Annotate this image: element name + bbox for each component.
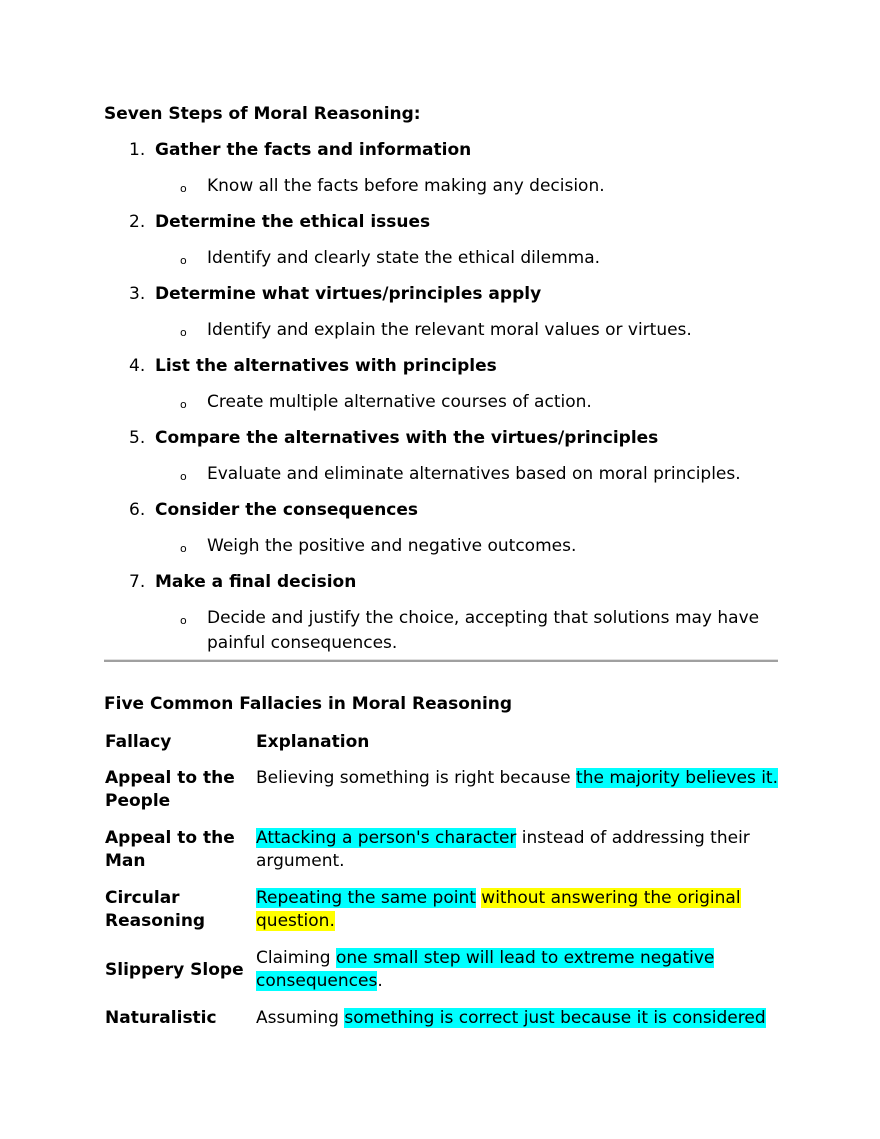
step-number: 1. bbox=[129, 140, 146, 160]
step-item: 6. Consider the consequences o Weigh the… bbox=[104, 499, 778, 559]
table-header-row: Fallacy Explanation bbox=[104, 731, 778, 767]
explanation-text: Believing something is right because bbox=[256, 768, 577, 788]
column-header-explanation: Explanation bbox=[256, 732, 370, 752]
step-number: 6. bbox=[129, 500, 146, 520]
step-item: 7. Make a final decision o Decide and ju… bbox=[104, 571, 778, 656]
table-row: Circular Reasoning Repeating the same po… bbox=[104, 887, 778, 947]
hollow-circle-bullet-icon: o bbox=[180, 182, 187, 195]
step-detail-text: Identify and clearly state the ethical d… bbox=[207, 248, 601, 268]
hollow-circle-bullet-icon: o bbox=[180, 542, 187, 555]
step-title: List the alternatives with principles bbox=[155, 356, 497, 376]
step-number: 3. bbox=[129, 284, 146, 304]
fallacy-name: Circular Reasoning bbox=[105, 888, 206, 931]
hollow-circle-bullet-icon: o bbox=[180, 470, 187, 483]
table-row: Appeal to the People Believing something… bbox=[104, 767, 779, 827]
cyan-highlight: Repeating the same point bbox=[256, 888, 476, 908]
step-title: Gather the facts and information bbox=[155, 140, 472, 160]
table-row: Appeal to the Man Attacking a person's c… bbox=[104, 827, 778, 887]
fallacy-explanation: Repeating the same point without answeri… bbox=[256, 887, 778, 947]
step-item: 1. Gather the facts and information o Kn… bbox=[104, 139, 778, 199]
explanation-text: Assuming bbox=[256, 1008, 345, 1028]
hollow-circle-bullet-icon: o bbox=[180, 254, 187, 267]
fallacy-name: Slippery Slope bbox=[105, 959, 244, 980]
step-number: 7. bbox=[129, 572, 146, 592]
step-detail-text: Create multiple alternative courses of a… bbox=[207, 392, 592, 412]
step-detail-text: Evaluate and eliminate alternatives base… bbox=[207, 464, 741, 484]
step-number: 5. bbox=[129, 428, 146, 448]
fallacy-explanation: Attacking a person's character instead o… bbox=[256, 827, 778, 887]
step-number: 4. bbox=[129, 356, 146, 376]
cyan-highlight: the majority believes it. bbox=[576, 768, 779, 788]
table-row: Naturalistic Assuming something is corre… bbox=[104, 1007, 778, 1044]
steps-section-title: Seven Steps of Moral Reasoning: bbox=[104, 104, 421, 124]
fallacies-table: Fallacy Explanation Appeal to the People… bbox=[104, 731, 779, 1044]
cyan-highlight: something is correct just because it is … bbox=[344, 1008, 766, 1028]
step-detail-text: Know all the facts before making any dec… bbox=[207, 176, 605, 196]
step-item: 2. Determine the ethical issues o Identi… bbox=[104, 211, 778, 271]
step-item: 4. List the alternatives with principles… bbox=[104, 355, 778, 415]
hollow-circle-bullet-icon: o bbox=[180, 614, 187, 627]
cyan-highlight: Attacking a person's character bbox=[256, 828, 517, 848]
fallacy-explanation: Claiming one small step will lead to ext… bbox=[256, 947, 778, 1007]
fallacy-name: Naturalistic bbox=[105, 1008, 217, 1028]
fallacies-section-title: Five Common Fallacies in Moral Reasoning bbox=[104, 694, 513, 714]
column-header-fallacy: Fallacy bbox=[105, 732, 172, 752]
hollow-circle-bullet-icon: o bbox=[180, 326, 187, 339]
fallacy-explanation: Believing something is right because the… bbox=[256, 767, 779, 827]
document-page: Seven Steps of Moral Reasoning: 1. Gathe… bbox=[104, 103, 779, 1028]
step-title: Determine what virtues/principles apply bbox=[155, 284, 542, 304]
step-detail-text: Identify and explain the relevant moral … bbox=[207, 320, 692, 340]
step-title: Compare the alternatives with the virtue… bbox=[155, 428, 659, 448]
step-title: Make a final decision bbox=[155, 572, 357, 592]
fallacies-section: Five Common Fallacies in Moral Reasoning… bbox=[104, 693, 779, 1044]
hollow-circle-bullet-icon: o bbox=[180, 398, 187, 411]
step-item: 3. Determine what virtues/principles app… bbox=[104, 283, 778, 343]
step-item: 5. Compare the alternatives with the vir… bbox=[104, 427, 778, 487]
step-detail-text: Weigh the positive and negative outcomes… bbox=[207, 536, 577, 556]
horizontal-divider bbox=[104, 659, 778, 662]
step-title: Determine the ethical issues bbox=[155, 212, 431, 232]
fallacy-name: Appeal to the People bbox=[105, 768, 235, 811]
explanation-text: . bbox=[377, 971, 383, 991]
fallacy-name: Appeal to the Man bbox=[105, 828, 235, 871]
step-detail-text: Decide and justify the choice, accepting… bbox=[207, 608, 760, 653]
step-number: 2. bbox=[129, 212, 146, 232]
explanation-text: instead of addressing their argument. bbox=[256, 828, 750, 871]
step-title: Consider the consequences bbox=[155, 500, 419, 520]
steps-list: 1. Gather the facts and information o Kn… bbox=[104, 139, 778, 656]
explanation-text: Claiming bbox=[256, 948, 336, 968]
table-row: Slippery Slope Claiming one small step w… bbox=[104, 947, 778, 1007]
fallacy-explanation: Assuming something is correct just becau… bbox=[256, 1007, 778, 1044]
